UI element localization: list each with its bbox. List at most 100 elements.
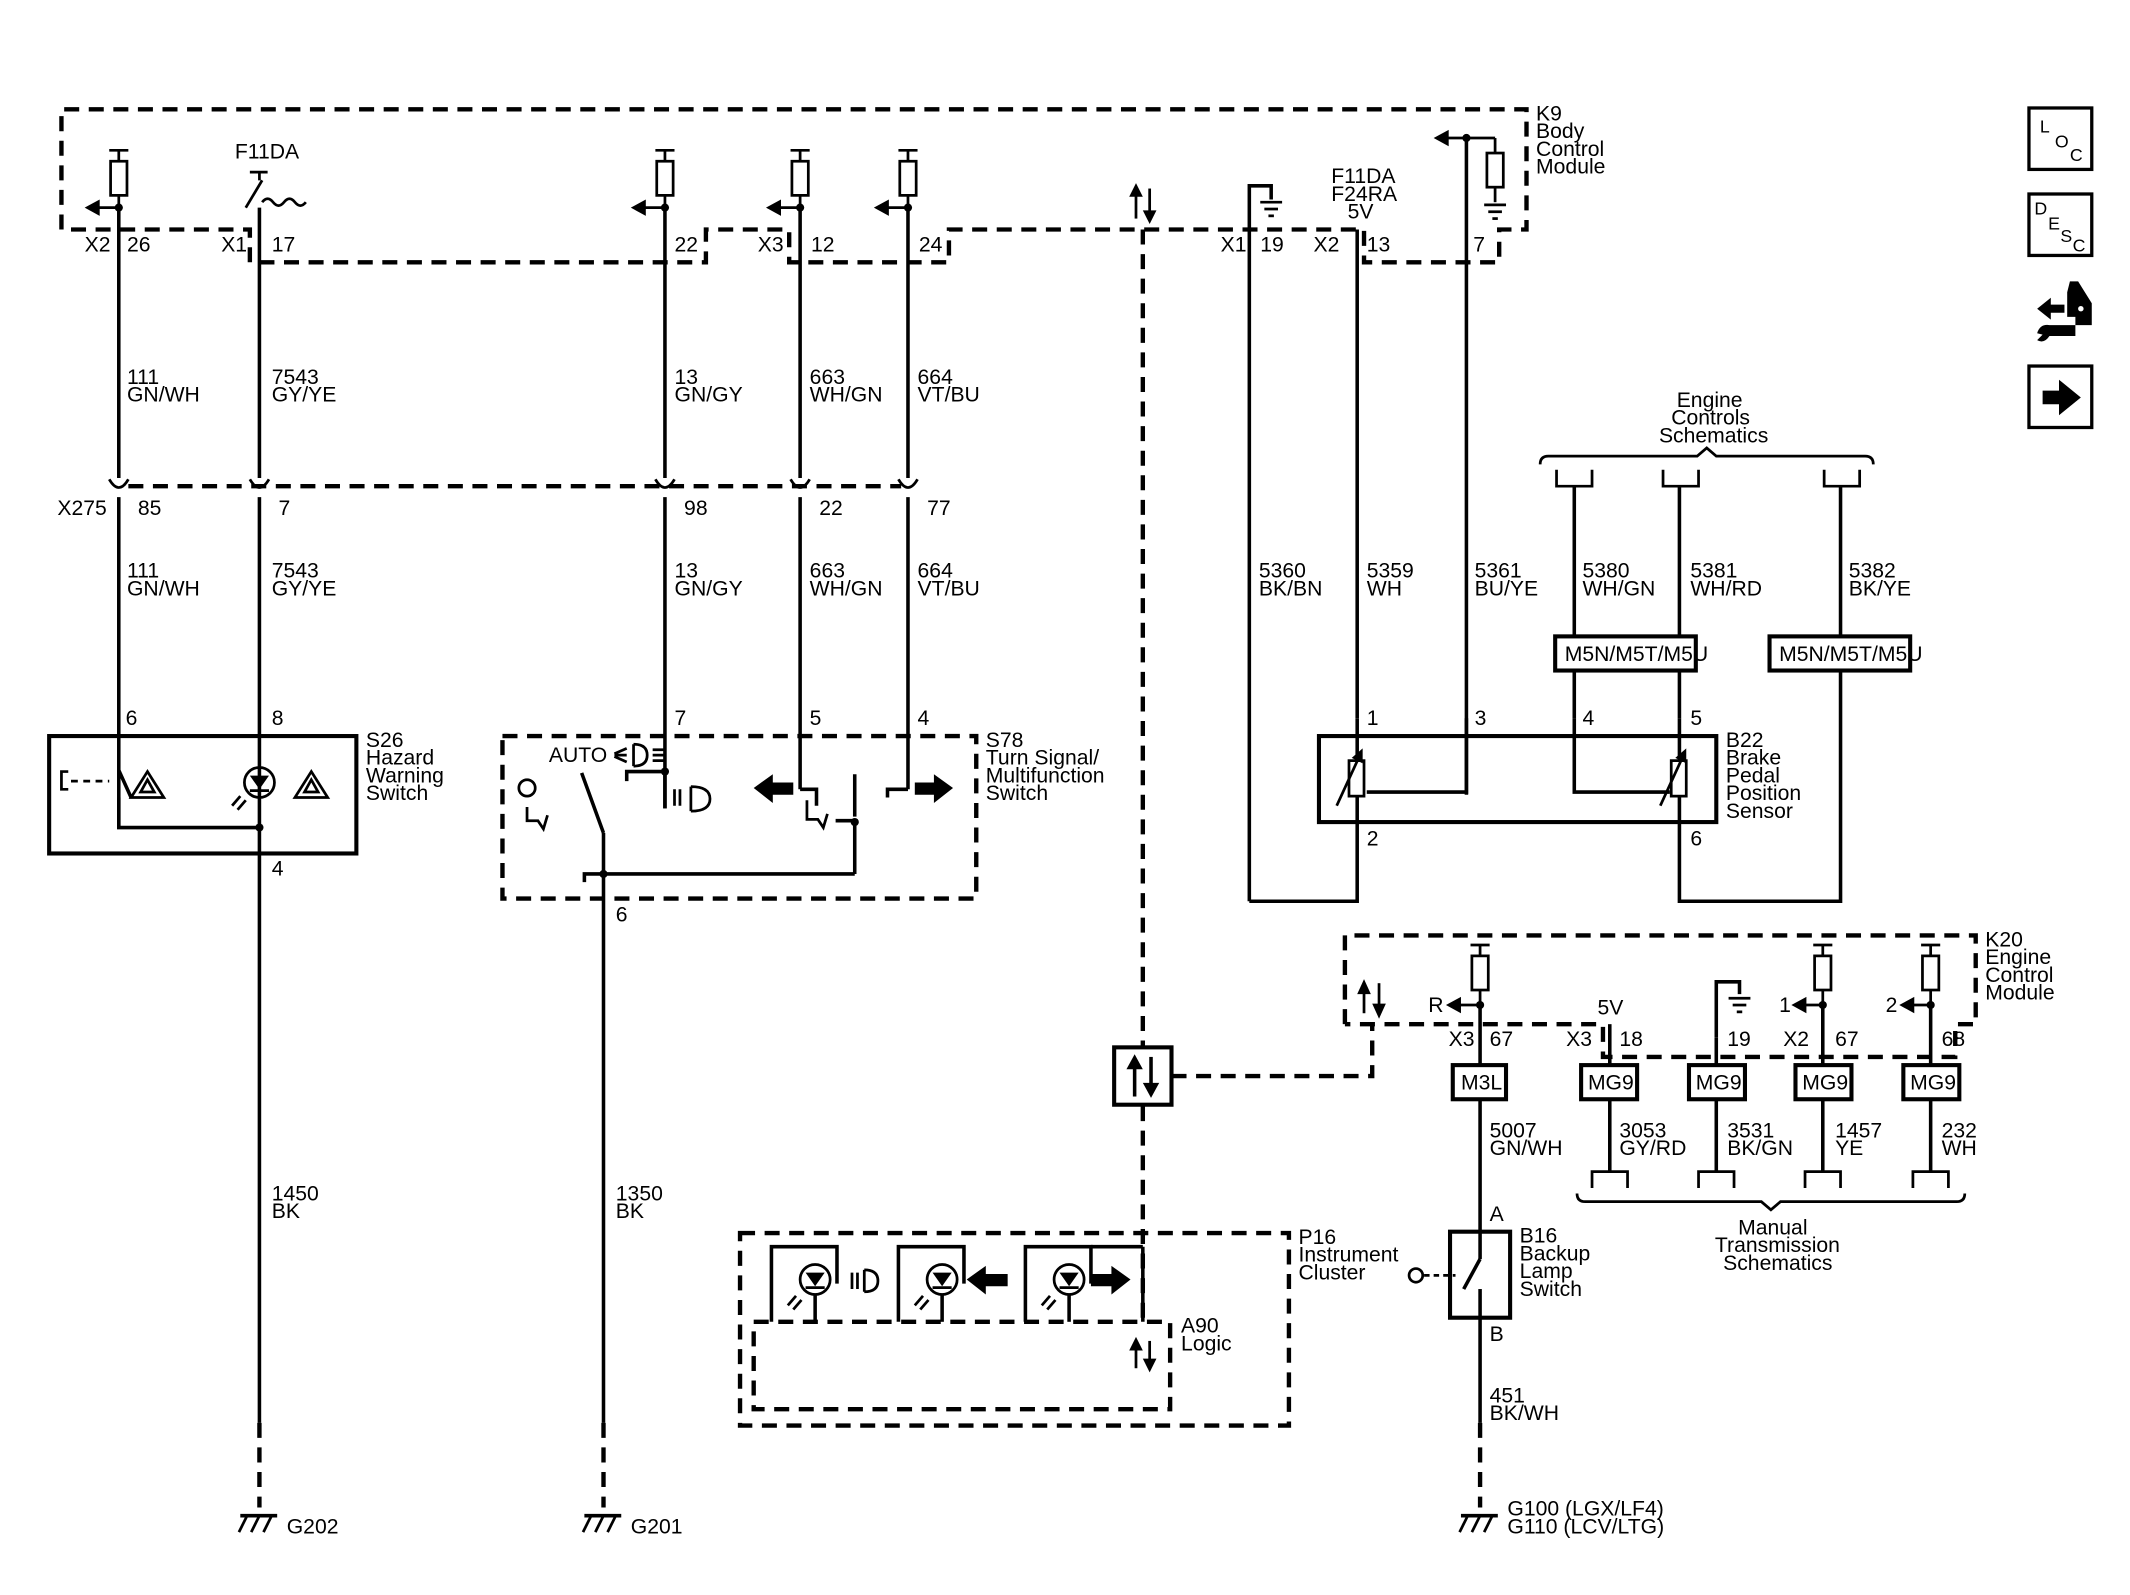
k9-connector-x2b: X2: [1314, 233, 1340, 256]
nav-panel: L O C D E S C: [2027, 106, 2094, 430]
engine-ref-line1: Engine: [1677, 389, 1743, 412]
wire-color: WH/GN: [810, 577, 883, 600]
s26-pin-8: 8: [272, 707, 284, 730]
b16-backup-lamp-switch: A B B16 Backup Lamp Switch: [1407, 1203, 1590, 1423]
k9-pin-7: 7: [1473, 233, 1485, 256]
x275-pin-98: 98: [684, 497, 708, 520]
b22-pin-5: 5: [1690, 707, 1702, 730]
k9-low-reference-ground: [1247, 184, 1283, 902]
manual-trans-ref-line1: Manual: [1738, 1216, 1807, 1239]
left-circuit-wires: [117, 207, 910, 1423]
k9-output-driver-22: [630, 148, 675, 216]
x275-pin-85: 85: [138, 497, 162, 520]
s78-auto-label: AUTO: [549, 744, 607, 767]
x275-label: X275: [57, 497, 106, 520]
option-mg9-c: MG9: [1802, 1072, 1848, 1095]
k20-name-line2: Control: [1985, 964, 2053, 987]
location-button[interactable]: L O C: [2027, 106, 2094, 172]
s26-hazard-warning-switch: 6 8 4 S26 Hazard Warning Switch: [47, 707, 444, 880]
k9-pin-12: 12: [811, 233, 835, 256]
loc-letter-c: C: [2070, 145, 2083, 165]
next-arrow-button[interactable]: [2027, 364, 2094, 430]
k20-pin-18: 18: [1619, 1028, 1643, 1051]
k9-pin-22: 22: [675, 233, 699, 256]
description-button[interactable]: D E S C: [2027, 192, 2094, 258]
s78-name-line1: Turn Signal/: [986, 747, 1099, 770]
k9-supply-line2: F24RA: [1331, 183, 1398, 206]
wire-label: 232: [1942, 1119, 1977, 1142]
k20-pin-67a: 67: [1490, 1028, 1514, 1051]
wire-label: 5007: [1490, 1119, 1537, 1142]
option-m5n-b: M5N/M5T/M5U: [1779, 643, 1922, 666]
connector-wrench-button[interactable]: [2037, 281, 2092, 342]
s78-pin-5: 5: [810, 707, 822, 730]
wire-color: WH: [1367, 577, 1402, 600]
p16-instrument-cluster: P16 Instrument Cluster A90 Logic: [737, 1226, 1399, 1428]
b16-ref: B16: [1520, 1225, 1558, 1248]
wire-color: BK/WH: [1490, 1402, 1559, 1425]
wire-label: 3053: [1619, 1119, 1666, 1142]
engine-ref-line2: Controls: [1671, 407, 1750, 430]
k20-pin-68: 68: [1942, 1028, 1966, 1051]
x275-pin-22: 22: [819, 497, 843, 520]
b22-name-line1: Brake: [1726, 747, 1781, 770]
k9-output-driver-26: [84, 148, 129, 216]
k20-ref: K20: [1985, 928, 2023, 951]
desc-letter-d: D: [2034, 198, 2047, 218]
wire-color: GN/WH: [1490, 1137, 1563, 1160]
k9-supply-line3: 5V: [1348, 201, 1375, 224]
x275-pin-7: 7: [279, 497, 291, 520]
a90-ref: A90: [1181, 1315, 1219, 1338]
k20-5v-label: 5V: [1598, 997, 1625, 1020]
wire-label: 664: [918, 366, 954, 389]
s78-ref: S78: [986, 729, 1024, 752]
b22-ref: B22: [1726, 729, 1764, 752]
wire-label: 5381: [1690, 560, 1737, 583]
k20-r-label: R: [1428, 994, 1443, 1017]
right-arrow-icon: [2042, 379, 2081, 416]
k20-one-label: 1: [1779, 994, 1791, 1017]
s78-pin-7: 7: [675, 707, 687, 730]
k9-name-line1: Body: [1536, 120, 1585, 143]
engine-controls-reference: Engine Controls Schematics M5N/M5T/M5U M…: [1538, 389, 1923, 719]
wire-label: 5380: [1582, 560, 1629, 583]
k20-output-wires: M3L MG9 MG9 MG9 MG9 Manual Transmission …: [1450, 1005, 1967, 1275]
wire-color: BK/GN: [1727, 1137, 1793, 1160]
k9-signal-input-7: [1433, 129, 1507, 795]
k20-pin-67b: 67: [1835, 1028, 1859, 1051]
s78-pin-4: 4: [918, 707, 930, 730]
p16-left-turn-indicator: [913, 1263, 1008, 1311]
b22-pin-4: 4: [1582, 707, 1594, 730]
wire-label: 663: [810, 560, 845, 583]
b16-name-line3: Switch: [1520, 1278, 1582, 1301]
wire-color: BK: [272, 1200, 300, 1223]
loc-letter-o: O: [2055, 132, 2069, 152]
s78-name-line3: Switch: [986, 782, 1048, 805]
b22-pin-2: 2: [1367, 827, 1379, 850]
b16-pin-b: B: [1490, 1323, 1504, 1346]
wire-color: WH/GN: [810, 384, 883, 407]
wire-color: GN/WH: [127, 384, 200, 407]
k20-connector-x2: X2: [1783, 1028, 1809, 1051]
b16-name-line2: Lamp: [1520, 1260, 1573, 1283]
b22-name-line3: Position: [1726, 782, 1801, 805]
wire-label: 5359: [1367, 560, 1414, 583]
wire-label: 664: [918, 560, 954, 583]
wire-color: WH/RD: [1690, 577, 1762, 600]
wire-color: WH/GN: [1582, 577, 1655, 600]
k9-pin-26: 26: [127, 233, 151, 256]
x275-inline-connector: X275 85 7 98 22 77: [57, 478, 951, 520]
wire-label: 1450: [272, 1182, 319, 1205]
k9-pin-17: 17: [272, 233, 296, 256]
option-m5n-a: M5N/M5T/M5U: [1565, 643, 1708, 666]
loc-letter-l: L: [2040, 117, 2050, 137]
s78-turn-signal-multifunction-switch: AUTO 7 5 4 6 S78 Turn Signal/ Mu: [500, 707, 1105, 927]
wire-color: GN/WH: [127, 577, 200, 600]
serial-data-line: [1112, 229, 1375, 1322]
wire-labels: 111 GN/WH 7543 GY/YE 13 GN/GY 663 WH/GN …: [127, 366, 1977, 1425]
k9-pin-24: 24: [919, 233, 943, 256]
option-m3l: M3L: [1461, 1072, 1502, 1095]
a90-name: Logic: [1181, 1332, 1232, 1355]
k9-pin-13: 13: [1367, 233, 1391, 256]
k9-wake-input-17: [244, 170, 307, 209]
